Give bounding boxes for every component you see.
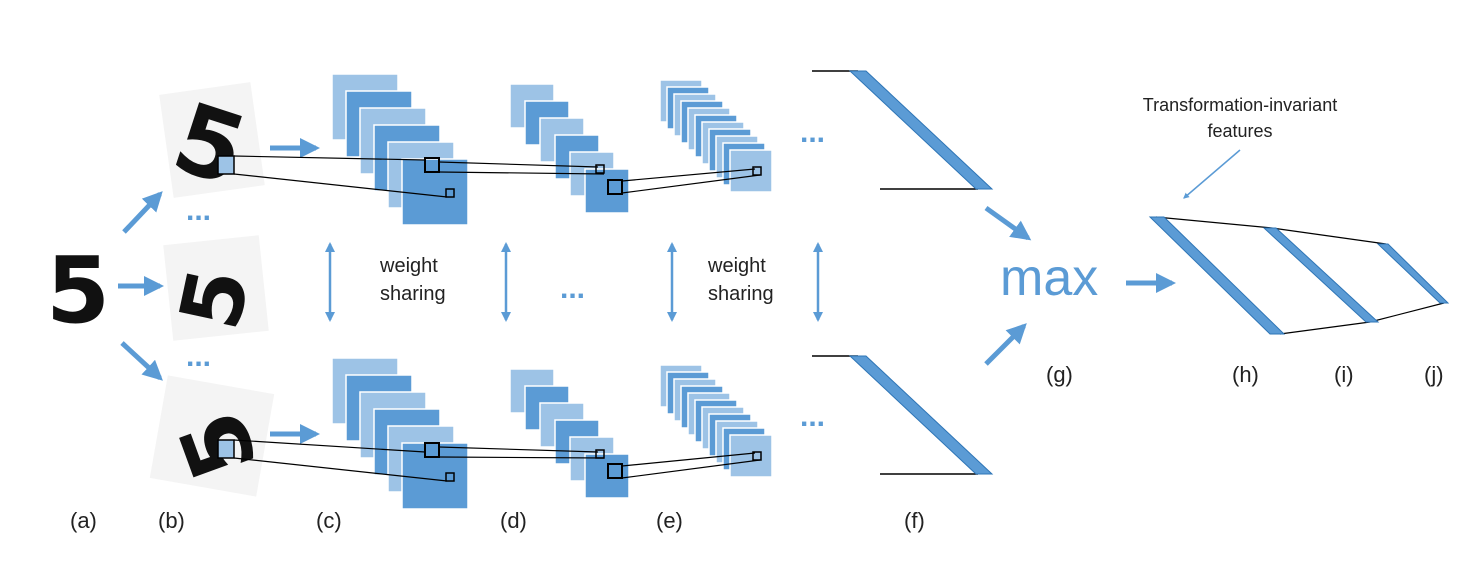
- feature-map-stack-e-top: [659, 79, 773, 193]
- input-digit: 5: [46, 237, 110, 344]
- vector-h: [1148, 216, 1286, 335]
- ellipsis-e-bottom: ...: [800, 400, 825, 433]
- fc-vector-bottom: [812, 355, 994, 475]
- annotation-line2: features: [1207, 121, 1272, 141]
- annotation-line1: Transformation-invariant: [1143, 95, 1337, 115]
- feature-map-stack-c-top: [331, 73, 469, 226]
- label-e: (e): [656, 508, 683, 533]
- label-i: (i): [1334, 362, 1354, 387]
- weight-sharing-arrows: [325, 242, 823, 322]
- ellipsis-b-top: ...: [186, 194, 211, 227]
- receptive-field-top: [217, 155, 235, 175]
- connections-top: [233, 155, 762, 198]
- label-a: (a): [70, 508, 97, 533]
- fc-vector-top: [812, 70, 994, 190]
- max-operator: max: [1000, 249, 1098, 307]
- weight-sharing-label-1-line1: weight: [379, 255, 438, 277]
- feature-map: [401, 442, 469, 510]
- output-layers: [1148, 216, 1450, 335]
- arrow-f-top-to-max: [984, 205, 1032, 241]
- label-j: (j): [1424, 362, 1444, 387]
- ellipsis-middle: ...: [560, 272, 585, 305]
- connections-bottom: [233, 439, 762, 482]
- weight-sharing-label-1-line2: sharing: [380, 283, 446, 305]
- weight-sharing-label-2-line1: weight: [707, 255, 766, 277]
- label-h: (h): [1232, 362, 1259, 387]
- weight-sharing-label-2-line2: sharing: [708, 283, 774, 305]
- transformed-digit-middle: 5: [161, 235, 269, 341]
- transformed-digit-top: 5: [159, 81, 265, 208]
- transformed-digit-bottom: 5: [149, 375, 279, 497]
- feature-map: [401, 158, 469, 226]
- label-f: (f): [904, 508, 925, 533]
- vector-i: [1262, 227, 1380, 323]
- feature-map-stack-c-bottom: [331, 357, 469, 510]
- transform-arrows: [118, 191, 164, 381]
- receptive-field-bottom: [217, 439, 235, 459]
- label-c: (c): [316, 508, 342, 533]
- ellipsis-b-bottom: ...: [186, 340, 211, 373]
- feature-map: [729, 434, 773, 478]
- annotation-pointer: [1183, 149, 1241, 199]
- vector-j: [1376, 243, 1450, 304]
- ellipsis-e-top: ...: [800, 116, 825, 149]
- arrow-f-bottom-to-max: [984, 323, 1027, 366]
- label-g: (g): [1046, 362, 1073, 387]
- label-b: (b): [158, 508, 185, 533]
- feature-map-stack-e-bottom: [659, 364, 773, 478]
- label-d: (d): [500, 508, 527, 533]
